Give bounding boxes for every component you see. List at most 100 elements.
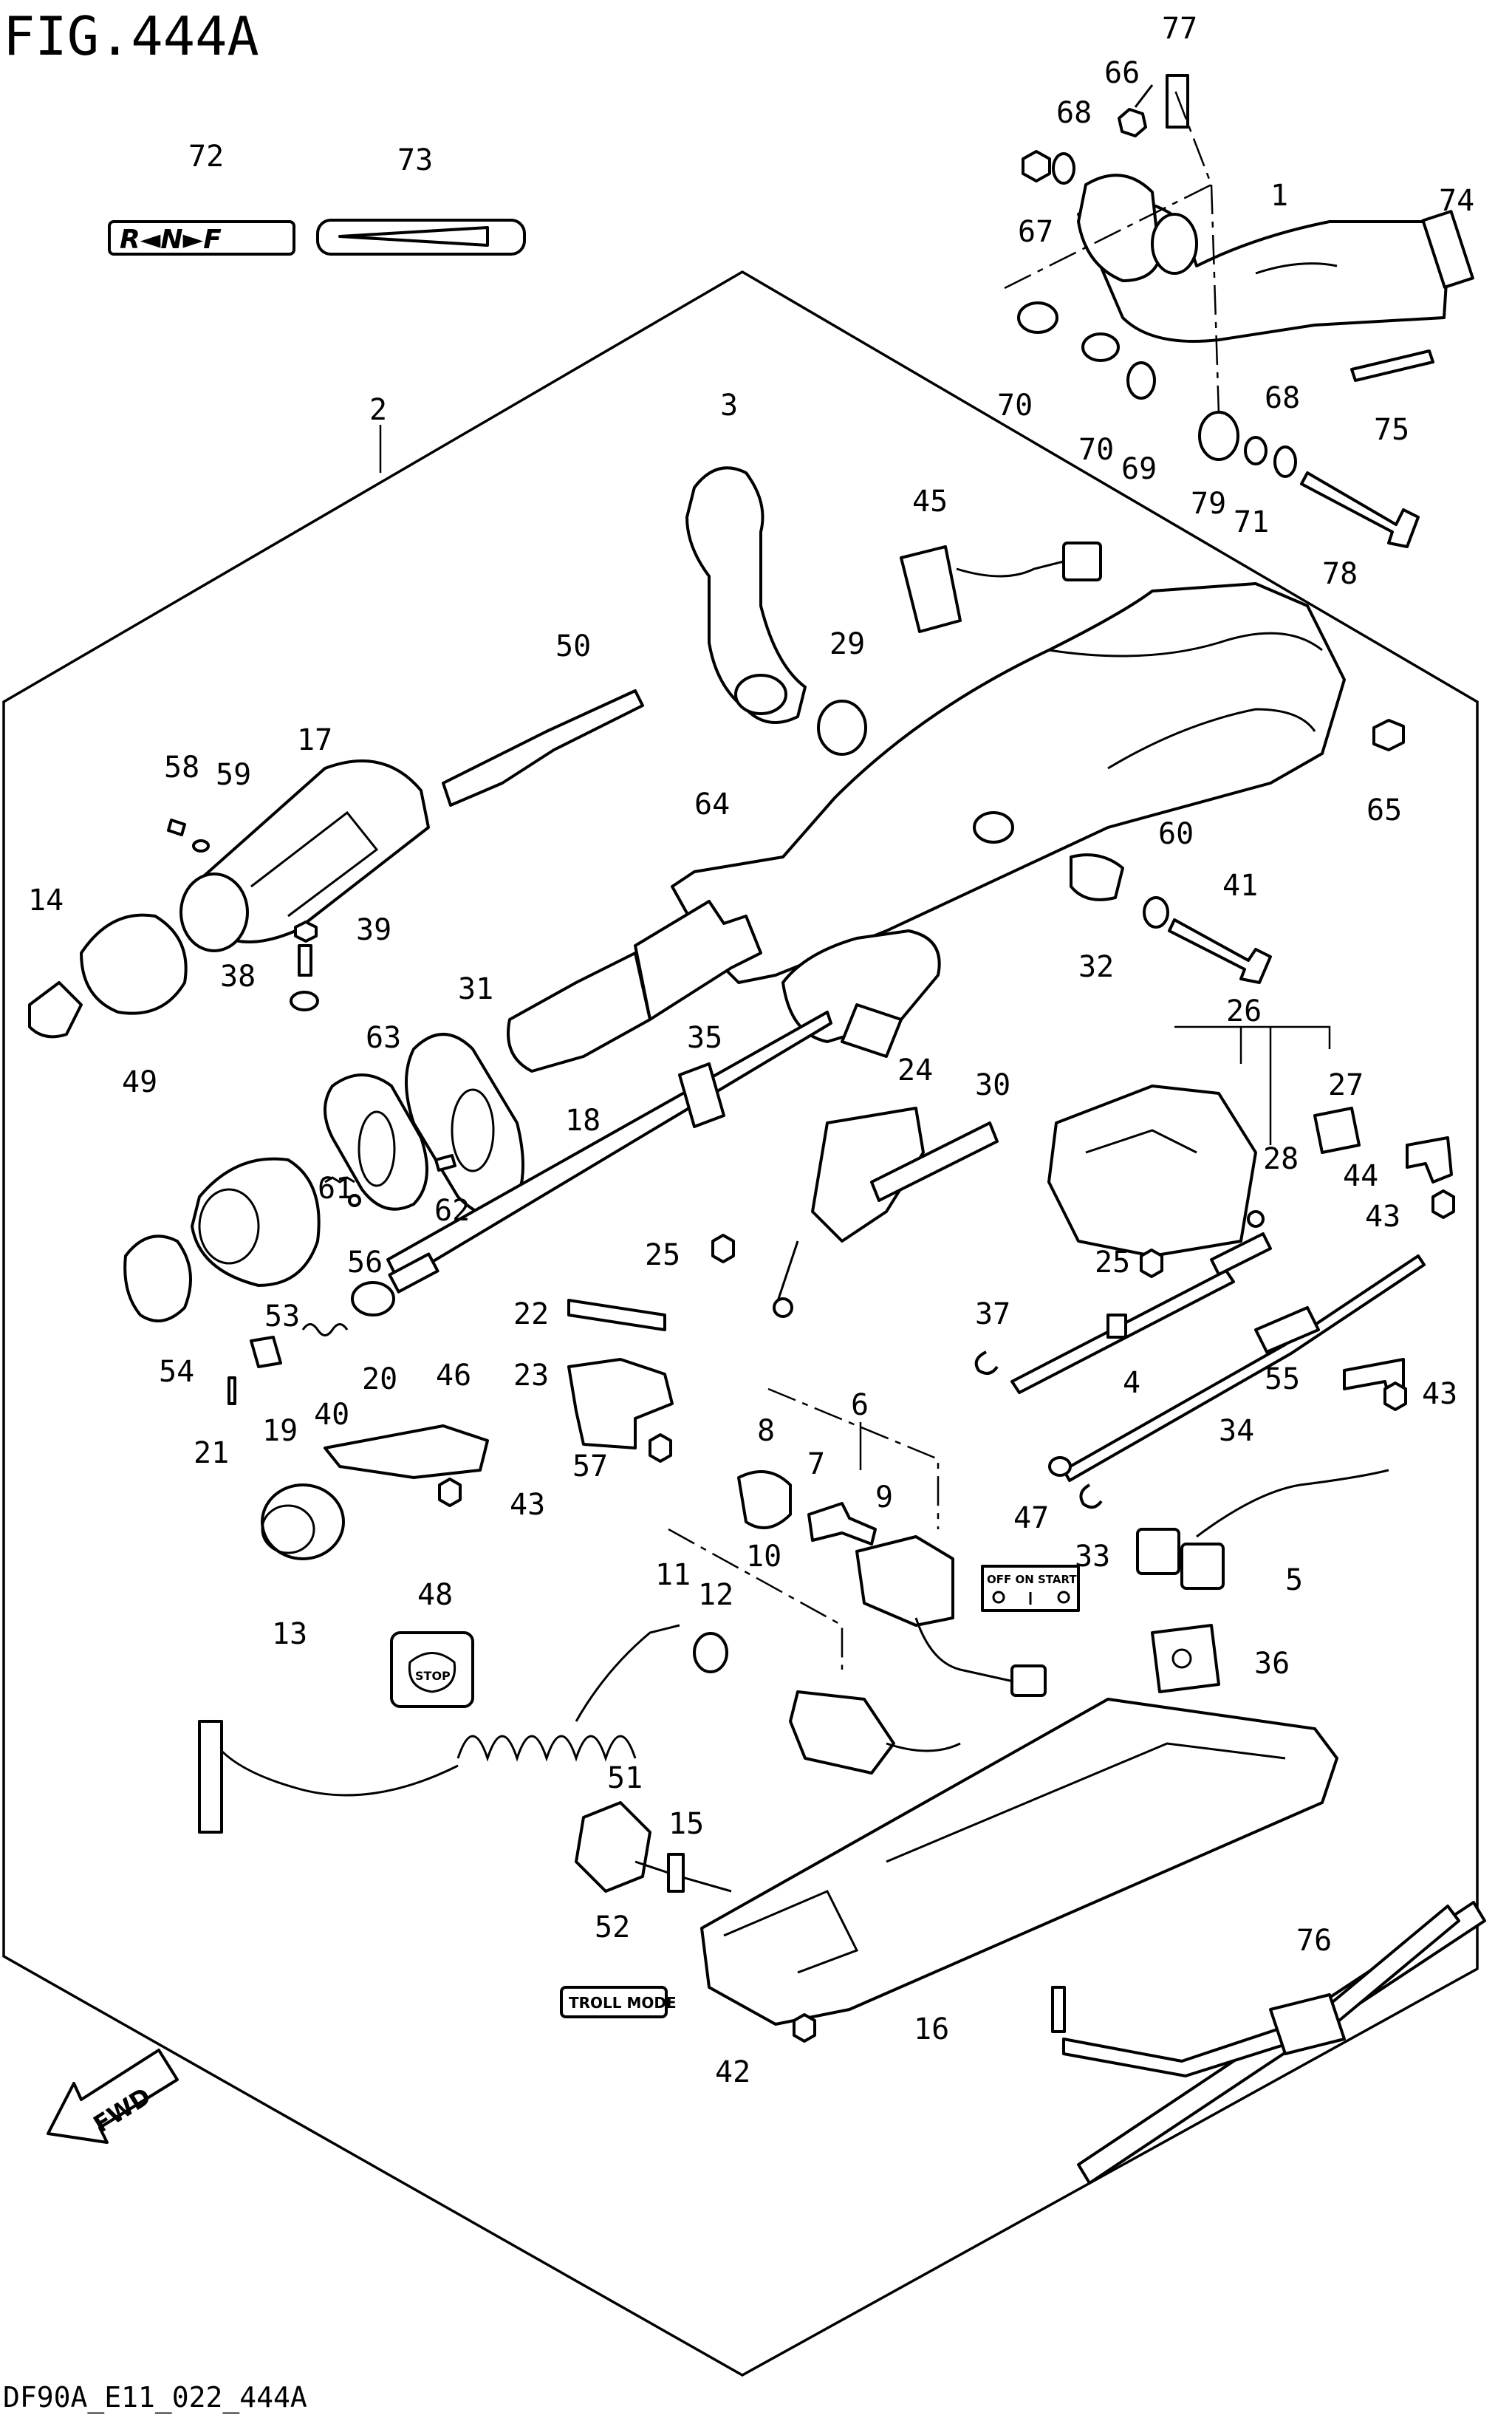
boot: [841, 1003, 903, 1058]
callout-62: 62: [434, 1194, 470, 1228]
callout-55: 55: [1265, 1362, 1300, 1396]
callout-76: 76: [1296, 1924, 1332, 1958]
callout-70b: 70: [1078, 433, 1114, 467]
callout-41: 41: [1222, 869, 1258, 903]
callout-28: 28: [1263, 1142, 1299, 1176]
ring-nut: [737, 1470, 792, 1529]
callouts: 77 66 68 72 73 1 74 67 2 3 70 70 69 68 7…: [28, 12, 1474, 2089]
callout-43b: 43: [1422, 1377, 1457, 1411]
bracket: [567, 1358, 674, 1449]
lanyard-coil: [456, 1735, 637, 1762]
callout-5: 5: [1285, 1563, 1303, 1597]
plate: [1313, 1107, 1361, 1154]
callout-38: 38: [220, 960, 256, 994]
grip-contour: [250, 810, 379, 918]
callout-65: 65: [1366, 793, 1402, 827]
callout-74: 74: [1439, 184, 1474, 218]
clamp: [678, 1062, 725, 1128]
spring: [301, 1323, 349, 1336]
shift-indicator-label: R◄N►F: [108, 220, 295, 256]
callout-51: 51: [607, 1761, 643, 1795]
bushing: [1017, 301, 1058, 334]
bolt: [649, 1433, 672, 1463]
clip: [1079, 1483, 1103, 1509]
ball: [348, 1194, 361, 1207]
callout-37: 37: [975, 1297, 1010, 1331]
callout-45: 45: [912, 485, 948, 519]
plate: [1421, 210, 1474, 289]
tie-rod: [1051, 1901, 1486, 2185]
plate: [324, 1424, 489, 1479]
ignition-position-tag: OFF ON START: [981, 1565, 1080, 1612]
callout-75: 75: [1374, 413, 1409, 447]
ratchet-ring-center: [358, 1110, 396, 1187]
clip: [667, 1853, 685, 1893]
center-line: [1004, 88, 1220, 414]
callout-25b: 25: [1095, 1246, 1130, 1280]
callout-11: 11: [655, 1558, 691, 1592]
callout-23: 23: [513, 1359, 549, 1393]
figure-code: DF90A_E11_022_444A: [3, 2381, 307, 2414]
callout-56: 56: [347, 1246, 383, 1280]
callout-30: 30: [975, 1068, 1010, 1102]
callout-25a: 25: [645, 1238, 680, 1272]
callout-39: 39: [356, 913, 391, 947]
switch-bracket-detail: [1085, 1129, 1197, 1154]
callout-7: 7: [807, 1447, 825, 1481]
screw: [1372, 719, 1405, 751]
housing-contour: [1048, 632, 1323, 658]
switch-bracket: [1047, 1085, 1257, 1257]
callout-48: 48: [417, 1578, 453, 1612]
base-contour: [886, 1742, 1286, 1863]
cable-fitting: [1210, 1232, 1272, 1276]
callout-53: 53: [264, 1299, 300, 1333]
bracket-assembly: [1004, 74, 1474, 548]
callout-57: 57: [572, 1449, 608, 1483]
link-joint: [773, 1297, 793, 1318]
arm: [811, 1107, 925, 1243]
mount-plate-hole: [1171, 1648, 1192, 1669]
base-plate: [700, 1698, 1338, 2026]
ignition-position-text: OFF ON START: [987, 1573, 1077, 1586]
bushing: [1081, 332, 1120, 362]
callout-68a: 68: [1056, 96, 1092, 130]
callout-12: 12: [698, 1578, 733, 1612]
callout-46: 46: [436, 1359, 471, 1393]
link: [870, 1121, 999, 1202]
callout-50: 50: [555, 629, 591, 663]
main-harness: [1196, 1469, 1389, 1538]
callout-64: 64: [694, 788, 730, 822]
connector: [1062, 542, 1102, 581]
rod-end: [388, 1252, 439, 1294]
callout-35: 35: [687, 1021, 722, 1055]
callout-69: 69: [1121, 452, 1157, 486]
clip: [974, 1350, 999, 1375]
callout-14: 14: [28, 884, 64, 918]
ignition-switch: [855, 1535, 954, 1627]
arrow-label: [316, 219, 526, 256]
end-cap: [123, 1234, 192, 1322]
callout-59: 59: [216, 758, 251, 792]
trim-switch: [28, 981, 83, 1039]
callout-31: 31: [458, 972, 493, 1006]
callout-19: 19: [262, 1414, 298, 1448]
callout-24: 24: [897, 1053, 933, 1087]
switch-harness: [914, 1617, 1027, 1686]
callout-26: 26: [1226, 994, 1262, 1028]
cable-eye: [1048, 1456, 1072, 1477]
washer: [1126, 361, 1156, 400]
callout-6: 6: [851, 1388, 869, 1422]
callout-20: 20: [362, 1362, 397, 1396]
troll-switch: [575, 1801, 651, 1893]
grip-end: [179, 872, 249, 952]
callout-40: 40: [314, 1398, 349, 1432]
pin: [228, 1376, 236, 1405]
key: [807, 1502, 877, 1546]
callout-72: 72: [188, 140, 224, 174]
washer: [1273, 445, 1297, 478]
neutral-switch: [900, 545, 962, 633]
switch-wire: [956, 560, 1064, 578]
callout-78: 78: [1322, 557, 1358, 591]
callout-36: 36: [1254, 1647, 1290, 1681]
